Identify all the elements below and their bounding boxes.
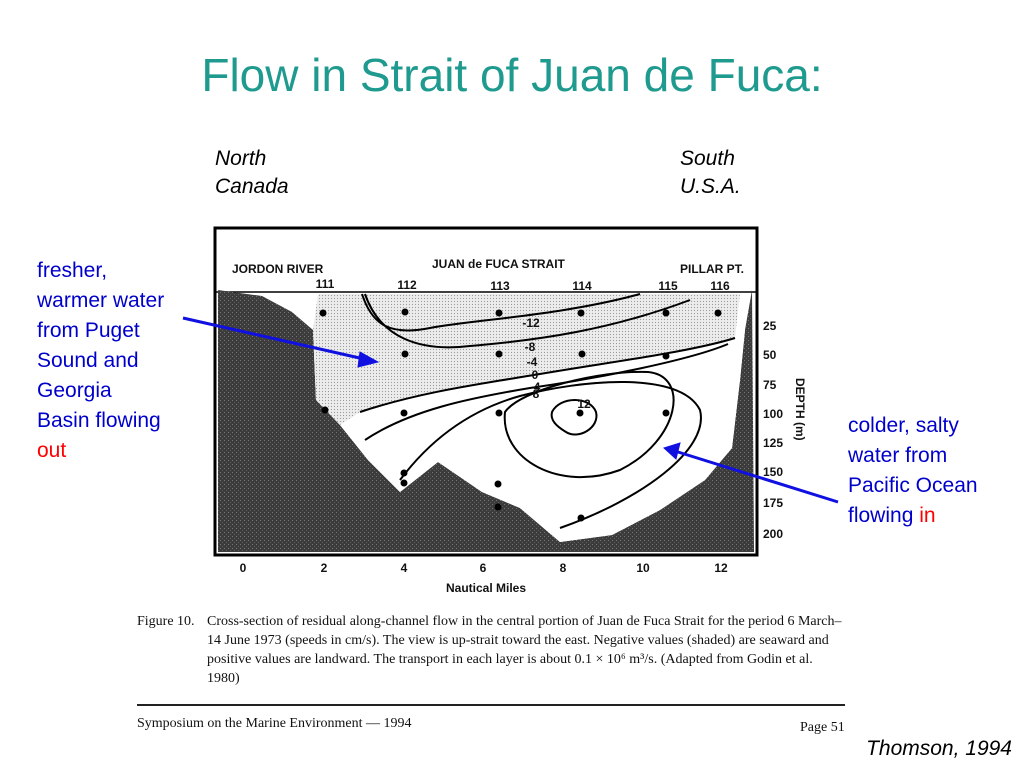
depth-tick: 25	[763, 319, 777, 333]
distance-axis-label: Nautical Miles	[446, 581, 526, 595]
label-jordon-river: JORDON RIVER	[232, 262, 324, 276]
distance-tick: 4	[401, 561, 408, 575]
contour-label: 8	[533, 387, 540, 401]
annotation-arrows	[182, 316, 839, 504]
outflow-note: fresher, warmer water from Puget Sound a…	[37, 259, 165, 462]
depth-tick: 125	[763, 436, 783, 450]
distance-tick: 10	[636, 561, 650, 575]
depth-axis-label: DEPTH (m)	[793, 378, 807, 441]
station-label: 114	[572, 279, 592, 293]
distance-tick: 12	[714, 561, 728, 575]
depth-tick: 50	[763, 348, 777, 362]
seabed	[218, 290, 754, 552]
label-strait: JUAN de FUCA STRAIT	[432, 257, 566, 271]
depth-tick: 200	[763, 527, 783, 541]
contour-label: -12	[522, 316, 540, 330]
depth-tick: 100	[763, 407, 783, 421]
figure-caption-text: Cross-section of residual along-channel …	[207, 614, 842, 686]
inflow-note: colder, salty water from Pacific Ocean f…	[848, 414, 978, 527]
station-label: 111	[316, 277, 335, 291]
highlight-out: out	[37, 439, 67, 462]
depth-tick: 150	[763, 465, 783, 479]
highlight-in: in	[919, 504, 936, 527]
footer-source: Symposium on the Marine Environment — 19…	[137, 716, 412, 731]
footer-page: Page 51	[800, 720, 845, 735]
depth-tick: 175	[763, 496, 783, 510]
station-label: 115	[658, 279, 678, 293]
depth-tick: 75	[763, 378, 777, 392]
south-label: South U.S.A.	[680, 147, 741, 198]
contour-label: -4	[527, 355, 538, 369]
station-dots	[319, 308, 722, 522]
footer-rule	[137, 704, 845, 706]
outflow-shaded-region	[313, 294, 740, 425]
label-pillar-point: PILLAR PT.	[680, 262, 744, 276]
distance-tick: 8	[560, 561, 567, 575]
station-label: 116	[710, 279, 730, 293]
north-label: North Canada	[215, 147, 289, 198]
distance-tick: 6	[480, 561, 487, 575]
contour-lines	[359, 293, 736, 529]
distance-tick: 0	[240, 561, 247, 575]
figure-number: Figure 10.	[137, 614, 195, 629]
slide-title: Flow in Strait of Juan de Fuca:	[201, 49, 823, 101]
credit: Thomson, 1994	[866, 737, 1012, 760]
distance-tick: 2	[321, 561, 328, 575]
contour-label: 12	[577, 397, 591, 411]
contour-label: 4	[534, 380, 541, 394]
contour-label: -8	[525, 340, 536, 354]
station-label: 113	[490, 279, 510, 293]
station-label: 112	[397, 278, 417, 292]
contour-label: 0	[532, 368, 539, 382]
